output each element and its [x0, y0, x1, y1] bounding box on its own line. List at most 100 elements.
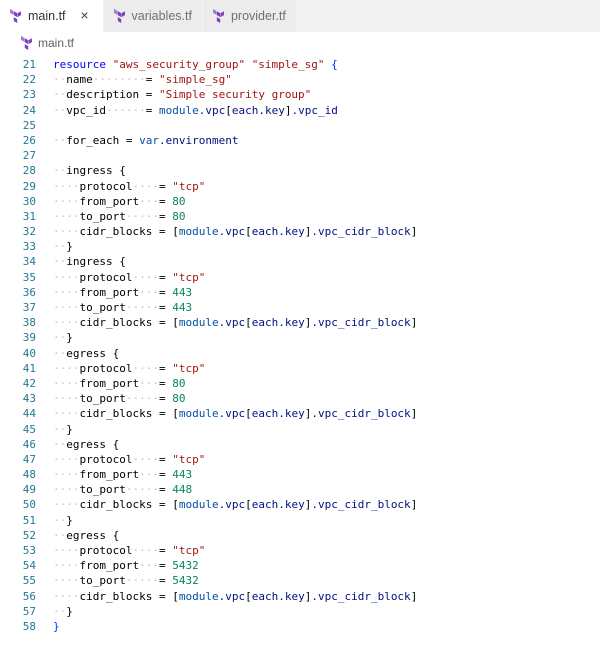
- code-line[interactable]: 58}: [0, 619, 600, 634]
- code-line[interactable]: 33··}: [0, 239, 600, 254]
- code-line[interactable]: 53····protocol····= "tcp": [0, 543, 600, 558]
- code-line[interactable]: 31····to_port·····= 80: [0, 209, 600, 224]
- code-line[interactable]: 38····cidr_blocks = [module.vpc[each.key…: [0, 315, 600, 330]
- code-line[interactable]: 52··egress {: [0, 528, 600, 543]
- code-line[interactable]: 35 ····protocol····= "tcp": [0, 270, 600, 285]
- code-text: ····protocol····= "tcp": [53, 270, 206, 284]
- line-number: 41: [22, 361, 36, 375]
- line-number: 49: [22, 483, 36, 497]
- code-area: 21 resource "aws_security_group" "simple_…: [0, 57, 600, 634]
- code-text: [36, 118, 53, 133]
- code-line[interactable]: 45··}: [0, 422, 600, 437]
- line-number: 36: [22, 285, 36, 299]
- editor: 21 resource "aws_security_group" "simple_…: [0, 53, 600, 634]
- code-text: ····protocol····= "tcp": [53, 544, 206, 557]
- code-line[interactable]: 24 ··vpc_id······= module.vpc[each.key].v…: [0, 103, 600, 118]
- code-text: ····from_port···= 80: [53, 194, 186, 208]
- code-line[interactable]: 34 ··ingress {: [0, 254, 600, 269]
- code-line[interactable]: 26··for_each = var.environment: [0, 133, 600, 148]
- line-number: 32: [22, 225, 36, 239]
- code-text: ··egress {: [53, 437, 120, 451]
- code-line[interactable]: 48····from_port···= 443: [0, 467, 600, 482]
- code-line[interactable]: 56····cidr_blocks = [module.vpc[each.key…: [0, 589, 600, 604]
- code-text: [36, 148, 53, 163]
- code-line[interactable]: 28 ··ingress {: [0, 163, 600, 178]
- terraform-icon: [212, 9, 224, 23]
- code-text: ····protocol····= "tcp": [53, 179, 206, 193]
- code-line[interactable]: 22 ··name········= "simple_sg": [0, 72, 600, 87]
- close-icon[interactable]: ×: [80, 7, 89, 23]
- line-number: 29: [22, 179, 36, 193]
- code-line[interactable]: 32····cidr_blocks = [module.vpc[each.key…: [0, 224, 600, 239]
- code-text: ····to_port·····= 80: [53, 392, 186, 406]
- code-text: ····to_port·····= 443: [53, 301, 193, 314]
- tab-label: variables.tf: [131, 9, 192, 23]
- code-line[interactable]: 55 ····to_port·····= 5432: [0, 573, 600, 588]
- code-text: ··name········= "simple_sg": [53, 73, 232, 87]
- code-line[interactable]: 41 ····protocol····= "tcp": [0, 361, 600, 376]
- code-text: ····from_port···= 443: [53, 468, 193, 482]
- code-line[interactable]: 42 ····from_port···= 80: [0, 376, 600, 391]
- line-number: 24: [22, 103, 36, 117]
- code-line[interactable]: 54 ····from_port···= 5432: [0, 558, 600, 573]
- tab-bar: main.tf × variables.tf provider.tf: [0, 0, 600, 32]
- code-line[interactable]: 44····cidr_blocks = [module.vpc[each.key…: [0, 406, 600, 421]
- code-text: resource "aws_security_group" "simple_sg…: [53, 58, 338, 71]
- code-text: ··vpc_id······= module.vpc[each.key].vpc…: [53, 103, 338, 117]
- tab-provider-tf[interactable]: provider.tf: [202, 0, 297, 32]
- line-number: 54: [22, 559, 36, 573]
- code-text: ··ingress {: [53, 164, 126, 178]
- code-line[interactable]: 57 ··}: [0, 604, 600, 619]
- line-number: 30: [22, 194, 36, 208]
- code-line[interactable]: 43····to_port·····= 80: [0, 391, 600, 406]
- code-line[interactable]: 27: [0, 148, 600, 163]
- code-line[interactable]: 47····protocol····= "tcp": [0, 452, 600, 467]
- code-line[interactable]: 36 ····from_port···= 443: [0, 285, 600, 300]
- code-text: }: [53, 619, 60, 633]
- line-number: 22: [22, 73, 36, 87]
- line-number: 57: [22, 604, 36, 618]
- code-line[interactable]: 49 ····to_port·····= 448: [0, 482, 600, 497]
- code-line[interactable]: 40··egress {: [0, 346, 600, 361]
- tab-variables-tf[interactable]: variables.tf: [103, 0, 203, 32]
- code-text: ··egress {: [53, 346, 120, 360]
- code-text: ····from_port···= 5432: [53, 559, 199, 573]
- line-number: 21: [22, 58, 36, 71]
- code-text: ··}: [53, 240, 73, 254]
- code-line[interactable]: 50····cidr_blocks = [module.vpc[each.key…: [0, 497, 600, 512]
- code-line[interactable]: 29 ····protocol····= "tcp": [0, 179, 600, 194]
- code-text: ····to_port·····= 448: [53, 483, 193, 497]
- code-text: ··}: [53, 422, 73, 436]
- code-text: ····from_port···= 80: [53, 376, 186, 390]
- line-number: 28: [22, 164, 36, 178]
- line-number: 27: [22, 149, 36, 163]
- breadcrumb[interactable]: main.tf: [0, 32, 600, 53]
- code-text: ··}: [53, 604, 73, 618]
- line-number: 35: [22, 270, 36, 284]
- line-number: 44: [22, 407, 36, 421]
- line-number: 38: [22, 316, 36, 330]
- code-text: ····from_port···= 443: [53, 285, 193, 299]
- code-text: ··}: [53, 513, 73, 527]
- line-number: 50: [22, 498, 36, 512]
- line-number: 55: [22, 574, 36, 588]
- line-number: 56: [22, 589, 36, 603]
- line-number: 42: [22, 376, 36, 390]
- code-line[interactable]: 37····to_port·····= 443: [0, 300, 600, 315]
- code-text: ··ingress {: [53, 255, 126, 269]
- code-line[interactable]: 30 ····from_port···= 80: [0, 194, 600, 209]
- code-line[interactable]: 23··description = "Simple security group…: [0, 87, 600, 102]
- code-line[interactable]: 25: [0, 118, 600, 133]
- code-line[interactable]: 21 resource "aws_security_group" "simple_…: [0, 57, 600, 72]
- code-line[interactable]: 39··}: [0, 330, 600, 345]
- tab-label: main.tf: [28, 9, 66, 23]
- code-text: ····protocol····= "tcp": [53, 361, 206, 375]
- line-number: 34: [22, 255, 36, 269]
- line-number: 51: [22, 513, 36, 527]
- line-number: 26: [22, 133, 36, 147]
- code-text: ····to_port·····= 5432: [53, 574, 199, 588]
- code-text: ··}: [53, 331, 73, 345]
- code-line[interactable]: 46··egress {: [0, 437, 600, 452]
- code-line[interactable]: 51 ··}: [0, 513, 600, 528]
- tab-main-tf[interactable]: main.tf ×: [0, 0, 104, 32]
